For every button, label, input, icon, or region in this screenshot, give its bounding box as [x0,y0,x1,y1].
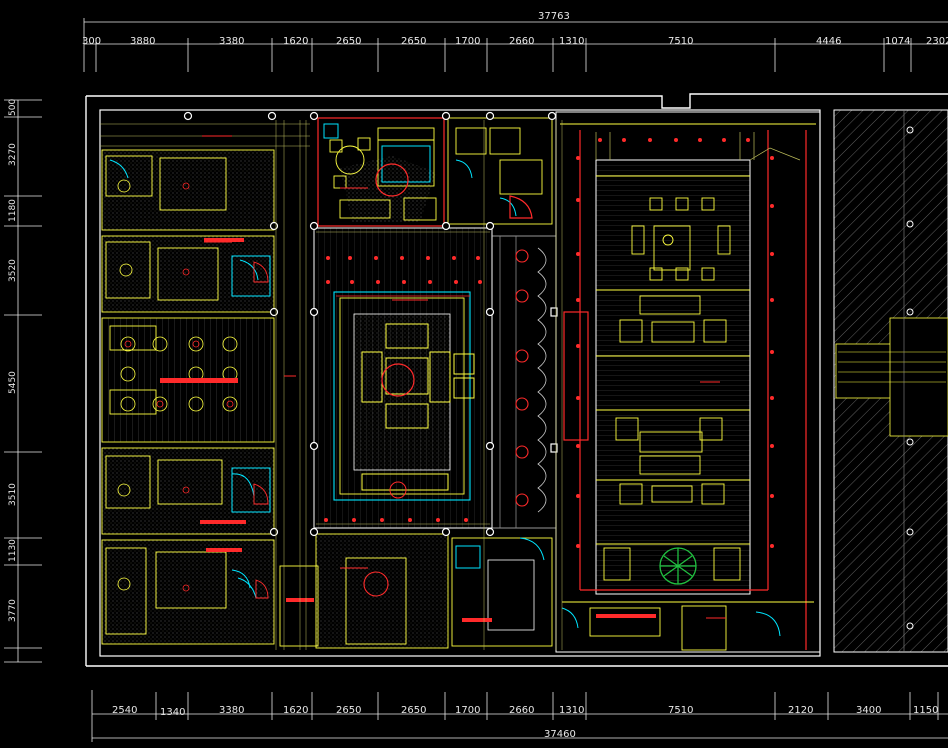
left-dimension-labels: 500 3270 1180 3520 5450 3510 1130 3770 [8,99,18,622]
bottom-dim-label: 3380 [219,705,244,716]
left-dim-label: 1130 [8,539,18,562]
top-dim-label: 3380 [219,36,244,47]
top-dim-label: 2650 [336,36,361,47]
left-dim-label: 1180 [8,199,18,222]
bottom-dim-label: 7510 [668,705,693,716]
gallery-lights [515,249,529,507]
top-dim-label: 1700 [455,36,480,47]
bottom-dim-label: 2650 [336,705,361,716]
top-dimension-chain [83,18,948,72]
left-dim-label: 3270 [8,143,18,166]
left-dim-label: 3510 [8,483,18,506]
central-hall[interactable] [313,227,493,529]
top-dim-label: 4446 [816,36,841,47]
bottom-total-dimension: 37460 [544,729,576,740]
bottom-dim-label: 1700 [455,705,480,716]
bottom-dim-label: 2120 [788,705,813,716]
left-dim-label: 500 [8,99,18,116]
arched-gallery [492,235,556,529]
top-dimension-labels: 37763 300 3880 3380 1620 2650 2650 1700 … [82,11,948,47]
structural-columns [183,111,558,537]
left-room-block[interactable] [101,149,275,645]
bottom-dim-label: 1620 [283,705,308,716]
room-annotations [162,135,726,619]
left-dim-label: 3770 [8,599,18,622]
bottom-dim-label: 2650 [401,705,426,716]
bottom-dimension-chain [91,690,948,742]
top-total-dimension: 37763 [538,11,570,22]
tree-icon [659,547,697,585]
bottom-dimension-labels: 2540 1340 3380 1620 2650 2650 1700 2660 … [112,705,938,740]
bottom-dim-label: 1310 [559,705,584,716]
hatched-corridor [833,109,948,653]
left-dim-label: 3520 [8,259,18,282]
top-dim-label: 1310 [559,36,584,47]
bottom-dim-label: 2540 [112,705,137,716]
top-dim-label: 2660 [509,36,534,47]
top-dim-label: 300 [82,36,101,47]
bottom-dim-label: 1150 [913,705,938,716]
top-dim-label: 7510 [668,36,693,47]
top-dim-label: 2650 [401,36,426,47]
top-dim-label: 1074 [885,36,910,47]
banquet-hall[interactable] [555,111,821,653]
left-dim-label: 5450 [8,371,18,394]
bottom-dim-label: 1340 [160,707,185,718]
bottom-dim-label: 3400 [856,705,881,716]
top-dim-label: 1620 [283,36,308,47]
bottom-dim-label: 2660 [509,705,534,716]
fine-detail-lines [100,120,563,650]
bottom-suite[interactable] [231,533,553,649]
top-dim-label: 3880 [130,36,155,47]
top-suite[interactable] [317,117,553,227]
left-dimension-chain [4,99,42,663]
